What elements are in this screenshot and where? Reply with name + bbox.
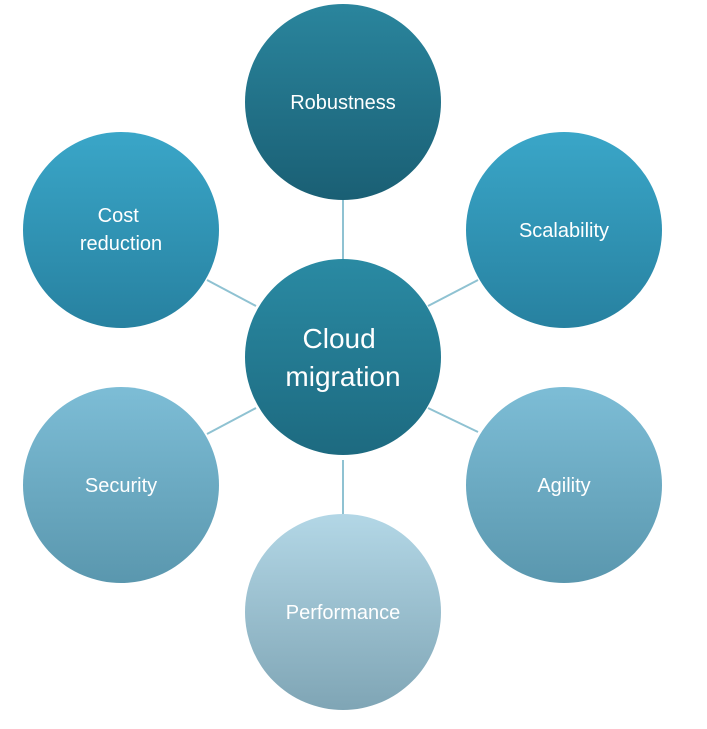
node-robustness-label: Robustness [290, 92, 396, 114]
node-scalability-circle [466, 132, 662, 328]
node-robustness: Robustness [245, 4, 441, 200]
center-node: Cloud migration [245, 259, 441, 455]
node-robustness-circle [245, 4, 441, 200]
node-performance-circle [245, 514, 441, 710]
node-agility-circle [466, 387, 662, 583]
center-node-circle [245, 259, 441, 455]
node-scalability-label: Scalability [519, 220, 609, 242]
node-cost-reduction: Cost reduction [23, 132, 219, 328]
center-node-label: Cloud migration [285, 323, 400, 392]
node-security-circle [23, 387, 219, 583]
connector-cost-reduction [206, 279, 257, 307]
node-agility-label: Agility [537, 475, 590, 497]
node-agility: Agility [466, 387, 662, 583]
connector-scalability [427, 279, 479, 307]
connector-agility [427, 407, 479, 433]
node-cost-reduction-circle [23, 132, 219, 328]
node-scalability: Scalability [466, 132, 662, 328]
connector-security [206, 407, 257, 435]
node-performance: Performance [245, 514, 441, 710]
node-performance-label: Performance [286, 602, 401, 624]
node-security-label: Security [85, 475, 157, 497]
node-cost-reduction-label: Cost reduction [80, 205, 162, 255]
node-security: Security [23, 387, 219, 583]
